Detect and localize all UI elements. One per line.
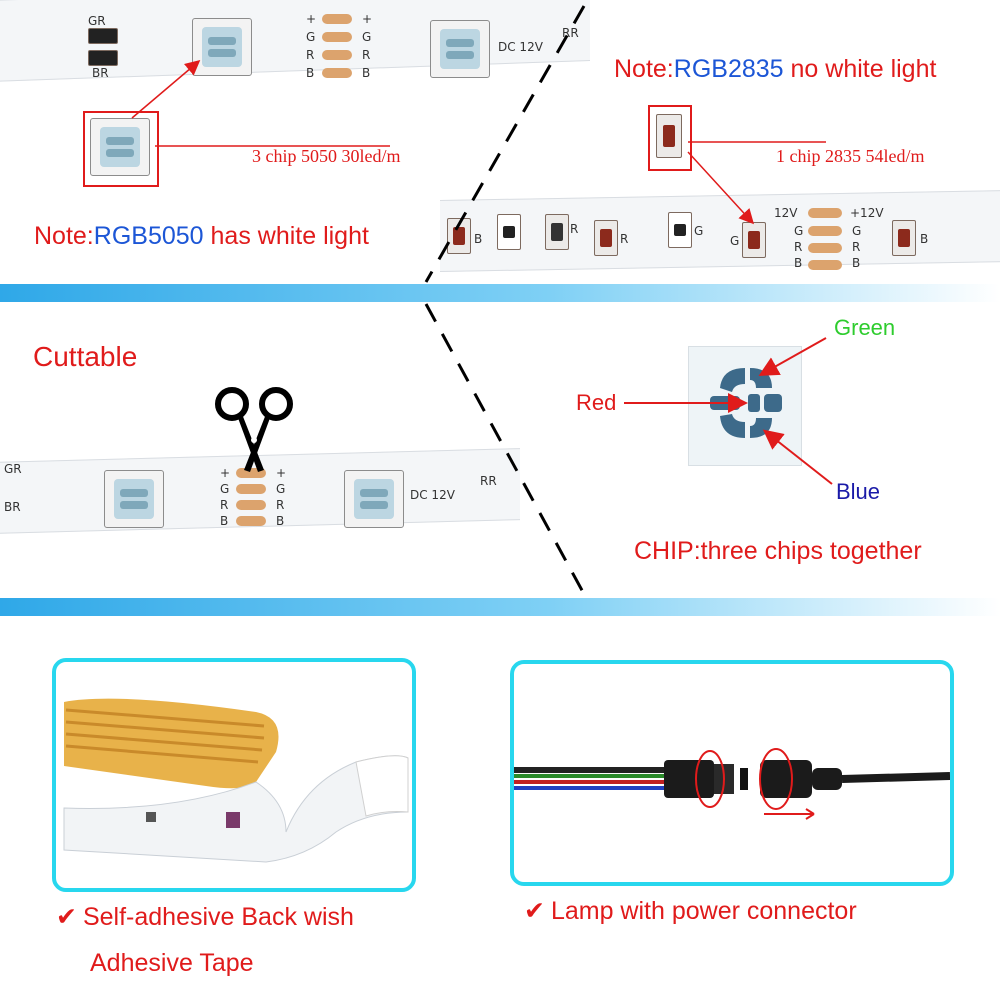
strip-label-g: G: [276, 482, 286, 496]
adhesive-text-1: Self-adhesive Back wish: [82, 903, 354, 931]
copper-pad: [236, 500, 266, 510]
led-5050-top: [430, 20, 490, 78]
section-separator: [0, 598, 1000, 616]
spec-2835: 1 chip 2835 54led/m: [776, 146, 925, 166]
strip-label-br: BR: [92, 66, 109, 80]
strip-label-dc12v: DC 12V: [498, 40, 543, 54]
strip-label-rr: RR: [480, 474, 497, 488]
copper-pad: [322, 50, 352, 60]
note-suffix: has white light: [203, 222, 369, 250]
adhesive-caption-line2: Adhesive Tape: [90, 949, 254, 977]
strip-label-b: B: [220, 514, 229, 528]
strip-label-g: G: [220, 482, 230, 496]
note-suffix: no white light: [783, 55, 937, 83]
connector-text: Lamp with power connector: [550, 897, 857, 925]
strip-label-g: G: [794, 224, 804, 238]
adhesive-tape-frame: [52, 658, 416, 892]
strip-label-plus: +: [362, 12, 373, 26]
strip-label-12v: 12V: [774, 206, 798, 220]
strip-label-b: B: [362, 66, 371, 80]
strip-label-b: B: [852, 256, 861, 270]
section-separator: [0, 284, 1000, 302]
copper-pad: [322, 32, 352, 42]
strip-label-r: R: [570, 222, 579, 236]
strip-label-r: R: [620, 232, 629, 246]
note-model-5050: RGB5050: [93, 222, 204, 250]
strip-label-plus: +: [276, 466, 287, 480]
led-5050-cuttable: [104, 470, 164, 528]
strip-label-g: G: [730, 234, 740, 248]
led-5050-top: [192, 18, 252, 76]
led-2835: [545, 214, 569, 250]
copper-pad: [808, 226, 842, 236]
copper-pad: [236, 484, 266, 494]
strip-label-g: G: [694, 224, 704, 238]
copper-pad: [808, 208, 842, 218]
note-prefix: Note:: [614, 55, 674, 83]
led-2835: [668, 212, 692, 248]
connector-caption: ✔Lamp with power connector: [524, 896, 857, 926]
strip-label-g: G: [306, 30, 316, 44]
note-rgb5050: Note:RGB5050 has white light: [34, 222, 369, 251]
led-5050-zoom: [90, 118, 150, 176]
cuttable-label: Cuttable: [33, 341, 138, 372]
copper-pad: [322, 14, 352, 24]
zoom-box-5050: [83, 111, 159, 187]
copper-pad: [808, 260, 842, 270]
note-model-2835: RGB2835: [673, 55, 784, 83]
strip-label-gr: GR: [88, 14, 106, 28]
led-2835: [742, 222, 766, 258]
strip-label-b: B: [276, 514, 285, 528]
led-2835: [892, 220, 916, 256]
strip-label-r: R: [362, 48, 371, 62]
checkmark-icon: ✔: [524, 897, 545, 925]
note-rgb2835: Note:RGB2835 no white light: [614, 55, 936, 84]
spec-5050: 3 chip 5050 30led/m: [252, 146, 401, 166]
strip-label-gr: GR: [4, 462, 22, 476]
strip-label-b: B: [306, 66, 315, 80]
led-strip-roll-image: [63, 698, 409, 863]
copper-pad: [236, 516, 266, 526]
resistor-icon: [88, 28, 118, 44]
strip-label-r: R: [306, 48, 315, 62]
led-2835: [594, 220, 618, 256]
label-red: Red: [576, 390, 617, 415]
label-blue: Blue: [836, 479, 881, 504]
zoom-box-2835: [648, 105, 692, 171]
checkmark-icon: ✔: [56, 903, 77, 931]
label-green: Green: [834, 315, 896, 340]
strip-label-g: G: [852, 224, 862, 238]
led-2835-zoom: [656, 114, 682, 158]
strip-label-b: B: [794, 256, 803, 270]
chip-caption: CHIP:three chips together: [634, 537, 922, 565]
strip-label-br: BR: [4, 500, 21, 514]
strip-label-plus: +: [220, 466, 231, 480]
strip-label-g: G: [362, 30, 372, 44]
strip-label-r: R: [276, 498, 285, 512]
strip-label-plus12v: +12V: [850, 206, 884, 220]
resistor-icon: [88, 50, 118, 66]
note-prefix: Note:: [34, 222, 94, 250]
adhesive-caption-line1: ✔Self-adhesive Back wish: [56, 902, 354, 932]
strip-label-b: B: [474, 232, 483, 246]
strip-label-dc12v: DC 12V: [410, 488, 455, 502]
power-connector-image: [514, 748, 951, 820]
power-connector-frame: [510, 660, 954, 886]
copper-pad: [808, 243, 842, 253]
strip-label-b: B: [920, 232, 929, 246]
scissors-icon: [215, 387, 293, 472]
strip-label-r: R: [852, 240, 861, 254]
copper-pad: [322, 68, 352, 78]
led-2835: [497, 214, 521, 250]
strip-label-r: R: [794, 240, 803, 254]
strip-label-plus: +: [306, 12, 317, 26]
copper-pad: [236, 468, 266, 478]
strip-label-r: R: [220, 498, 229, 512]
led-5050-cuttable: [344, 470, 404, 528]
